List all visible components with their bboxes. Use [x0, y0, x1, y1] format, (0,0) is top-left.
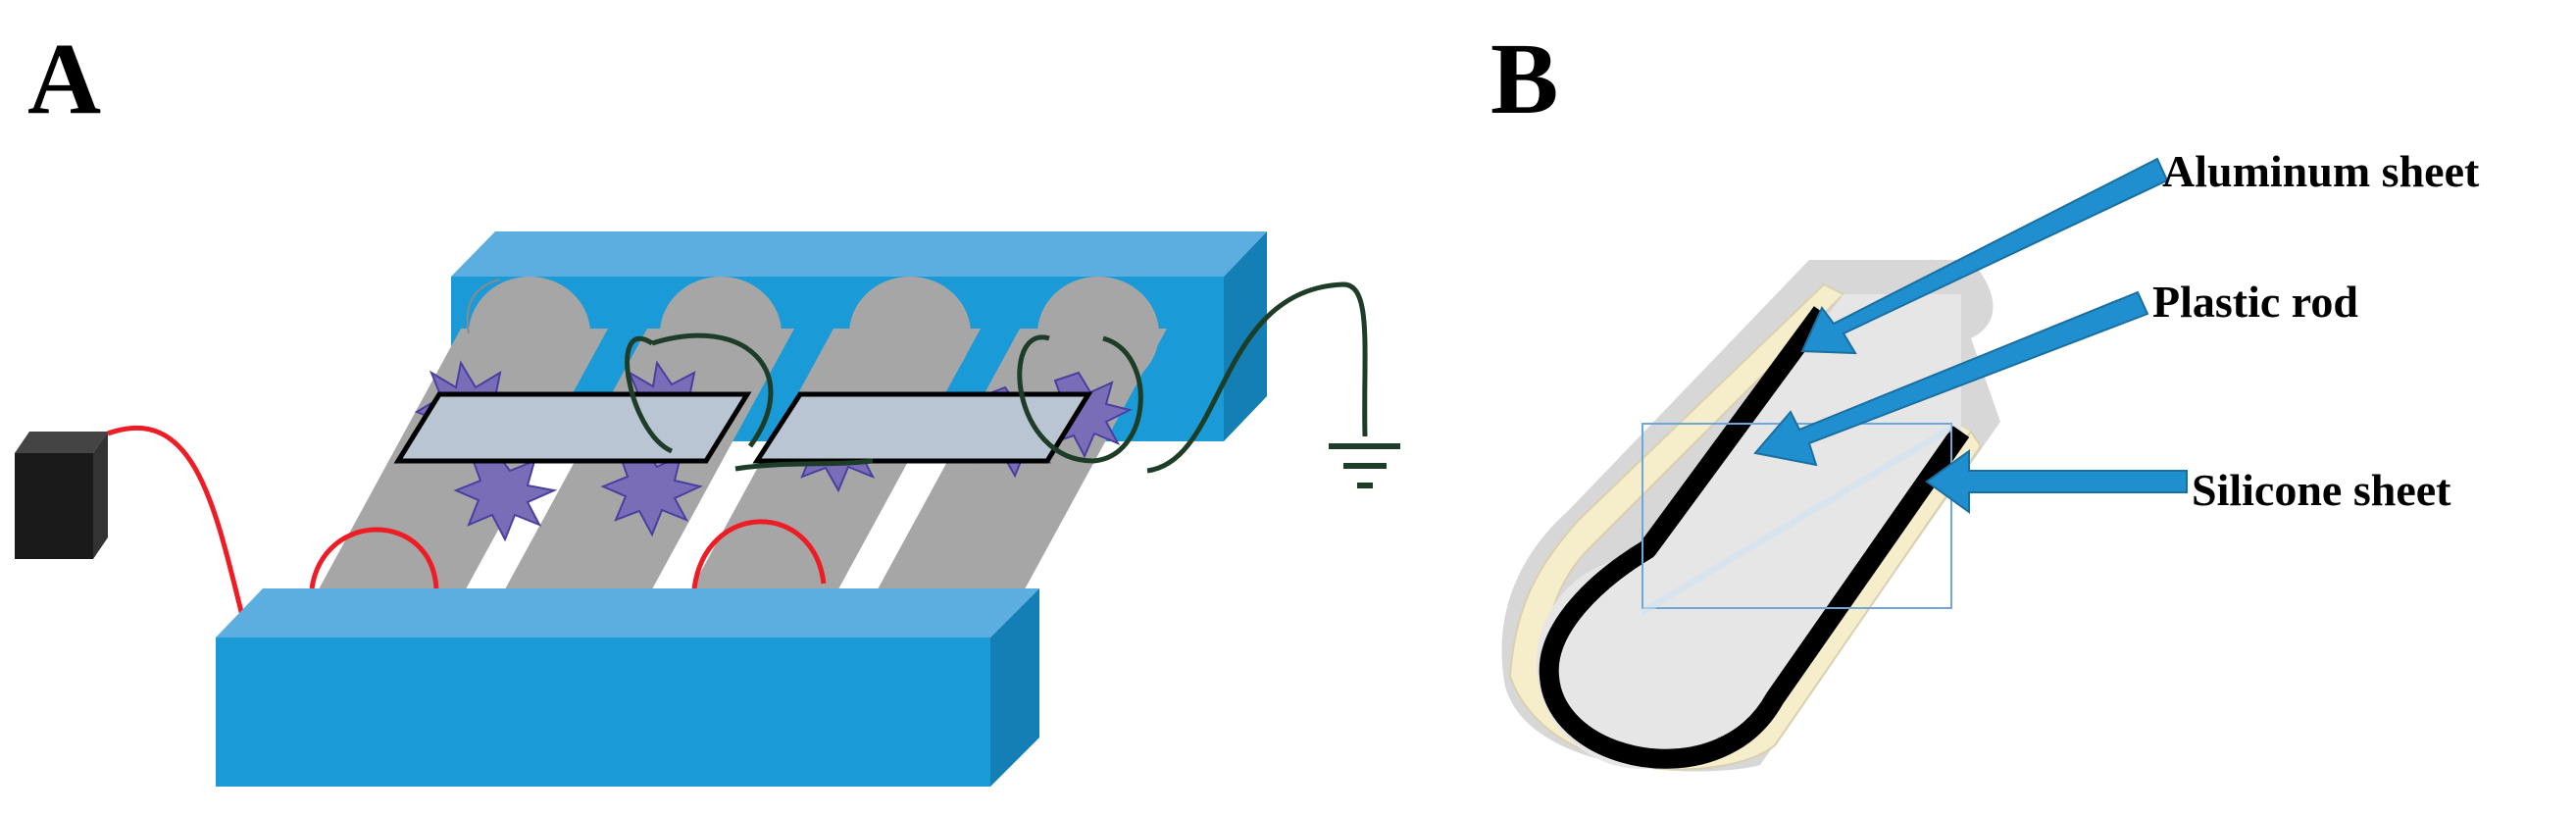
panel-b-letter: B [1490, 23, 1558, 135]
power-source-icon [15, 432, 108, 559]
panel-a: A [15, 23, 1400, 787]
aluminum-sheet [1539, 306, 1970, 769]
cut-plane-diagonal [1642, 424, 1951, 616]
electrode-plate-1 [393, 391, 752, 464]
rod-gap-3 [853, 461, 947, 585]
rod-gap-2 [667, 461, 761, 585]
label-aluminum-sheet: Aluminum sheet [2162, 146, 2480, 196]
label-silicone-sheet: Silicone sheet [2192, 465, 2451, 515]
electrode-plate-2 [752, 391, 1093, 464]
high-voltage-wire [107, 425, 827, 629]
label-plastic-rod: Plastic rod [2152, 277, 2358, 327]
rod-end-face [1537, 557, 1748, 769]
ground-wire [625, 281, 1368, 474]
ground-icon [1329, 443, 1400, 488]
arrow-icon [1753, 157, 2188, 514]
panel-b: B Aluminum sheet Plastic rod Silicone sh… [1490, 23, 2480, 772]
front-blue-block [216, 588, 1039, 787]
panel-a-letter: A [27, 23, 101, 135]
